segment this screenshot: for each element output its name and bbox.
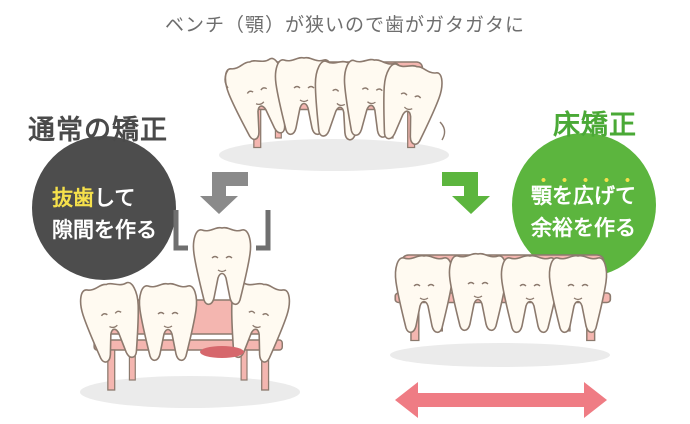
double-arrow-icon bbox=[395, 382, 607, 418]
left-bubble-line1: 抜歯して bbox=[52, 182, 192, 214]
right-bubble-line2: 余裕を作る bbox=[531, 216, 636, 240]
left-bubble bbox=[32, 136, 176, 280]
right-heading: 床矯正 bbox=[553, 110, 637, 141]
green-arrow-icon bbox=[442, 172, 490, 214]
page-title: ベンチ（顎）が狭いので歯がガタガタに bbox=[164, 14, 525, 36]
right-bubble-line1: 顎を広げて bbox=[531, 180, 671, 212]
gray-arrow-icon bbox=[200, 172, 248, 214]
top-scene bbox=[219, 53, 449, 171]
right-scene bbox=[390, 252, 612, 418]
left-scene bbox=[77, 210, 300, 408]
left-bubble-line1-rest: して bbox=[94, 186, 136, 210]
left-bubble-highlight: 抜歯 bbox=[52, 186, 94, 210]
right-bubble-highlight: 顎を広げて bbox=[531, 184, 636, 208]
left-bubble-text: 抜歯して 隙間を作る bbox=[52, 182, 192, 246]
left-heading: 通常の矯正 bbox=[28, 115, 168, 146]
left-bubble-line2: 隙間を作る bbox=[52, 218, 157, 242]
right-bubble-text: 顎を広げて 余裕を作る bbox=[531, 180, 671, 244]
